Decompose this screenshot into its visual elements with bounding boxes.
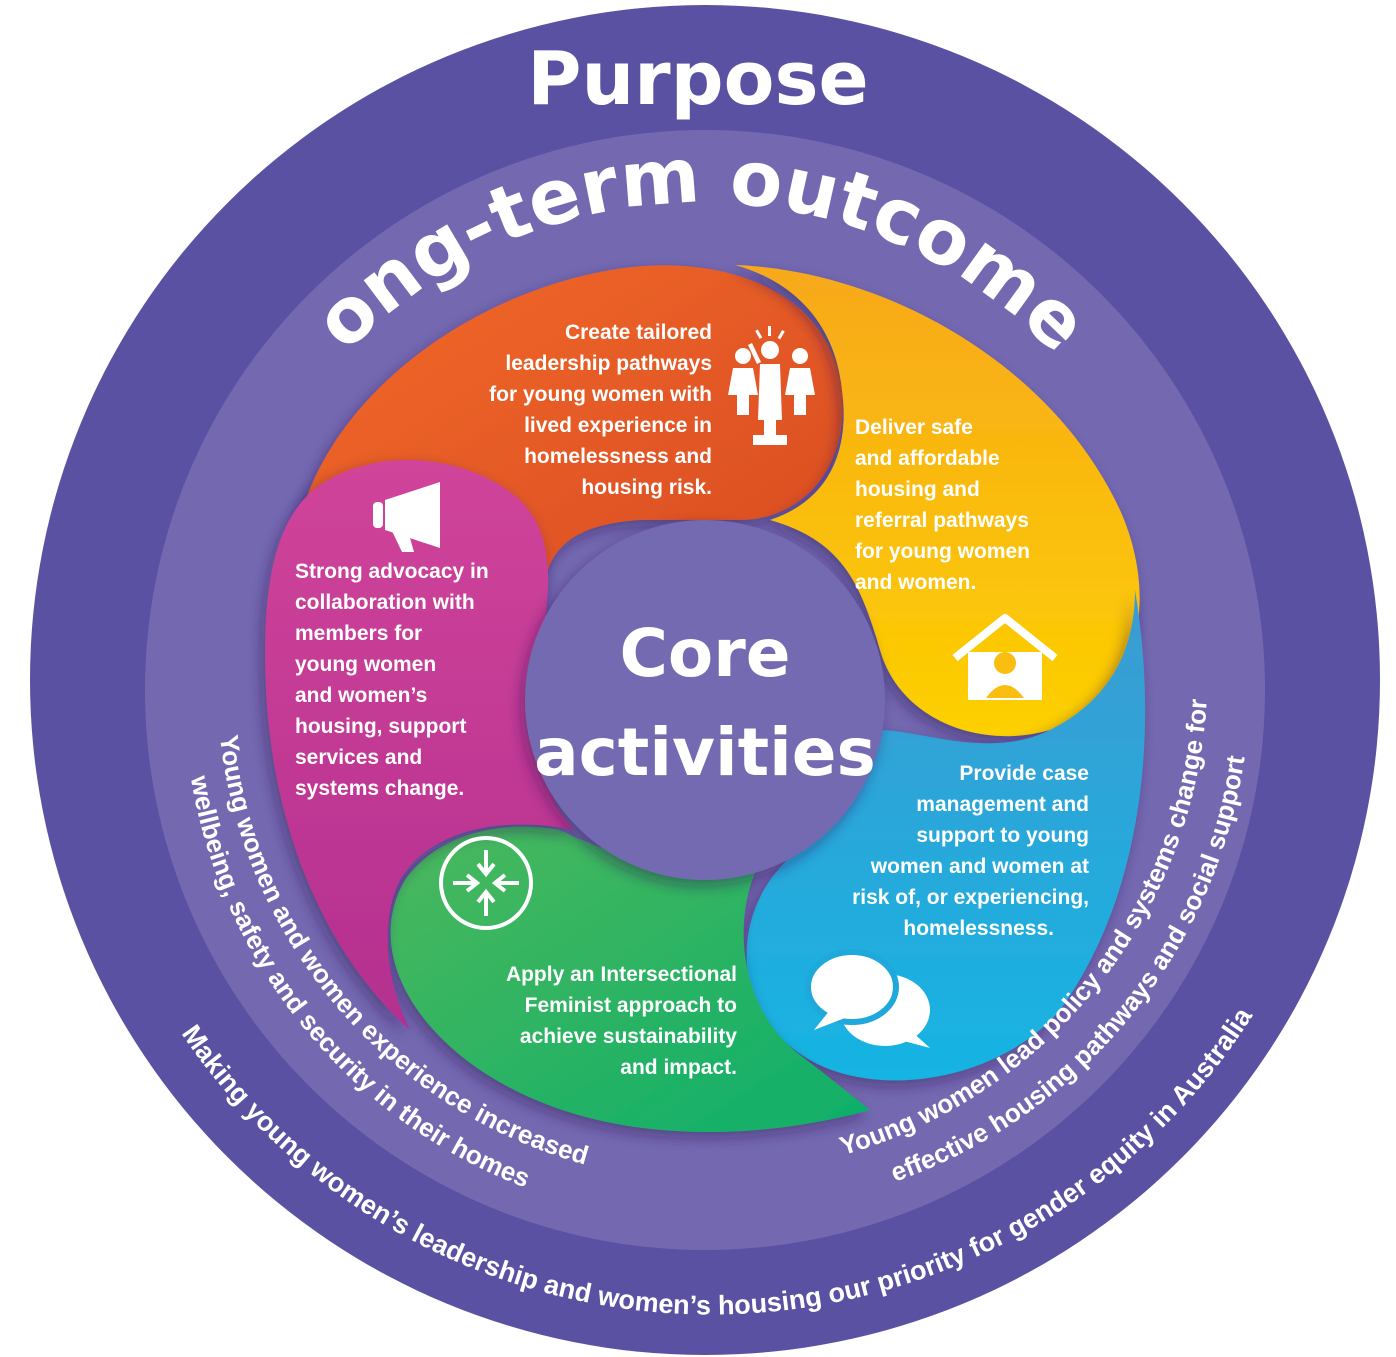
activity-leadership-text: Create tailored leadership pathways for … — [489, 321, 712, 499]
activity-text-line: referral pathways — [855, 509, 1029, 532]
activity-text-line: Provide case — [959, 762, 1089, 785]
core-title-line2: activities — [534, 714, 876, 791]
activity-text-line: leadership pathways — [505, 352, 712, 375]
activity-text-line: and affordable — [855, 447, 1000, 470]
activity-text-line: Apply an Intersectional — [506, 963, 737, 986]
activity-text-line: for young women — [855, 540, 1030, 563]
core-circle — [525, 520, 885, 880]
segment-advocacy — [265, 459, 575, 1030]
activity-text-line: achieve sustainability — [520, 1025, 737, 1048]
segment-intersectional — [390, 826, 870, 1133]
segment-housing — [735, 265, 1140, 737]
activity-text-line: women and women at — [870, 855, 1089, 878]
activity-text-line: and women’s — [295, 684, 427, 707]
activity-text-line: services and — [295, 746, 422, 769]
activity-text-line: housing risk. — [581, 476, 712, 499]
leadership-people-icon — [728, 326, 815, 445]
activity-text-line: collaboration with — [295, 591, 475, 614]
activity-text-line: Feminist approach to — [525, 994, 737, 1017]
activity-text-line: risk of, or experiencing, — [852, 886, 1089, 909]
activity-housing-text: Deliver safe and affordable housing and … — [855, 416, 1030, 594]
speech-bubbles-icon — [805, 949, 930, 1048]
activity-text-line: Strong advocacy in — [295, 560, 489, 583]
activity-text-line: homelessness. — [903, 917, 1054, 940]
activity-text-line: homelessness and — [524, 445, 712, 468]
activity-text-line: and impact. — [620, 1056, 737, 1079]
activity-case-management-text: Provide case management and support to y… — [852, 762, 1089, 940]
activity-text-line: members for — [295, 622, 422, 645]
activity-text-line: and women. — [855, 571, 976, 594]
activity-text-line: Deliver safe — [855, 416, 973, 439]
activity-text-line: systems change. — [295, 777, 464, 800]
activity-text-line: management and — [916, 793, 1089, 816]
activity-text-line: housing and — [855, 478, 980, 501]
house-woman-icon — [952, 614, 1058, 700]
activity-text-line: young women — [295, 653, 436, 676]
activity-text-line: lived experience in — [524, 414, 712, 437]
megaphone-icon — [373, 482, 440, 552]
core-title-line1: Core — [619, 615, 790, 692]
activity-intersectional-text: Apply an Intersectional Feminist approac… — [506, 963, 737, 1079]
activity-text-line: for young women with — [489, 383, 712, 406]
arrows-converge-icon — [439, 836, 533, 930]
activity-text-line: support to young — [916, 824, 1089, 847]
activity-text-line: housing, support — [295, 715, 466, 738]
activity-advocacy-text: Strong advocacy in collaboration with me… — [295, 560, 489, 800]
activity-text-line: Create tailored — [565, 321, 712, 344]
purpose-title: Purpose — [527, 36, 868, 122]
